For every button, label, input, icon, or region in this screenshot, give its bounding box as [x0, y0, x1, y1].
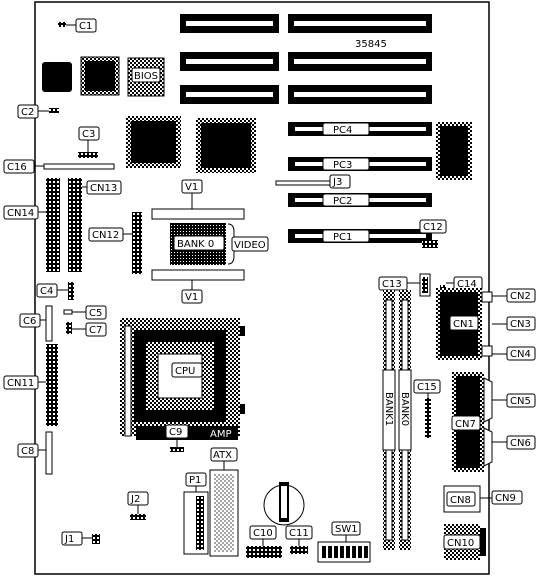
sw1-dip-switch [317, 541, 371, 563]
bank0-vertical-label: BANK0 [399, 392, 410, 426]
c7-jumper [66, 322, 72, 334]
c1-jumper [58, 22, 66, 27]
c3-label: C3 [82, 129, 95, 140]
cn5-label: CN5 [510, 396, 531, 407]
c13-label: C13 [382, 279, 402, 290]
board-code: 35845 [355, 39, 387, 50]
cn1-label: CN1 [453, 319, 474, 330]
c11-label: C11 [289, 528, 309, 539]
c6-connector [45, 305, 53, 342]
cn9-label: CN9 [495, 493, 516, 504]
c12-jumper [422, 240, 438, 248]
cn13-label: CN13 [90, 183, 117, 194]
c4-jumper [68, 282, 74, 300]
p1-label: P1 [189, 475, 201, 486]
amp-label: AMP [210, 429, 232, 440]
cn13-connector [68, 178, 82, 272]
isa-slots-left [180, 14, 279, 104]
c1-label: C1 [79, 21, 92, 32]
cn12-connector [132, 212, 142, 274]
c10-connector [246, 546, 282, 558]
j2-jumper [130, 514, 146, 520]
c7-label: C7 [89, 325, 102, 336]
v1-top-label: V1 [185, 182, 198, 193]
c10-label: C10 [253, 528, 273, 539]
c2-jumper [49, 108, 59, 113]
bank0-label: BANK 0 [177, 239, 214, 250]
pc3-label: PC3 [333, 160, 352, 171]
pc2-label: PC2 [333, 196, 352, 207]
c12-label: C12 [423, 222, 443, 233]
pc1-label: PC1 [333, 232, 352, 243]
c6-label: C6 [23, 316, 36, 327]
c16-label: C16 [7, 162, 27, 173]
sw1-label: SW1 [335, 524, 358, 535]
c4-label: C4 [40, 286, 53, 297]
c8-label: C8 [21, 446, 34, 457]
cn7-label: CN7 [455, 419, 476, 430]
cpu-socket: CPU [120, 318, 245, 437]
v1-socket-top [151, 208, 245, 220]
bios-label: BIOS [134, 71, 158, 82]
c8-connector [45, 431, 53, 475]
j2-label: J2 [130, 494, 140, 505]
bank1-label: BANK1 [383, 392, 394, 426]
c16-connector [43, 163, 115, 170]
isa-slots-right [288, 14, 432, 104]
chip-left [42, 62, 72, 92]
c11-jumper [290, 546, 308, 554]
cn4-label: CN4 [510, 349, 531, 360]
cn2-label: CN2 [510, 291, 531, 302]
cn6-label: CN6 [510, 438, 531, 449]
pci-slot-pc4: PC4 [288, 122, 432, 136]
c9-jumper [170, 447, 184, 452]
cn11-label: CN11 [7, 378, 34, 389]
c2-label: C2 [21, 107, 34, 118]
c5-label: C5 [89, 308, 102, 319]
j3-connector [275, 180, 337, 186]
pc4-label: PC4 [333, 125, 352, 136]
cn10-label: CN10 [447, 538, 474, 549]
cn12-label: CN12 [92, 230, 119, 241]
cn8-label: CN8 [450, 495, 471, 506]
cn11-connector [46, 344, 58, 426]
j1-jumper [92, 534, 100, 544]
pci-slot-pc3: PC3 [288, 157, 432, 171]
c3-jumper [78, 152, 98, 158]
cn14-connector [46, 178, 60, 272]
c15-jumper [425, 398, 431, 438]
c14-label: C14 [457, 279, 477, 290]
j3-label: J3 [332, 177, 342, 188]
pci-slot-pc1: PC1 [288, 229, 432, 243]
video-label: VIDEO [234, 240, 266, 251]
c15-label: C15 [417, 382, 437, 393]
pci-slot-pc2: PC2 [288, 193, 432, 207]
battery [263, 482, 305, 526]
c9-label: C9 [169, 427, 182, 438]
j1-label: J1 [64, 534, 74, 545]
cpu-label: CPU [175, 366, 195, 377]
v1-bottom-label: V1 [185, 292, 198, 303]
c5-jumper [63, 309, 73, 315]
atx-label: ATX [213, 450, 232, 461]
cn14-label: CN14 [7, 208, 34, 219]
cn3-label: CN3 [510, 319, 531, 330]
v1-socket-bottom [151, 269, 245, 281]
